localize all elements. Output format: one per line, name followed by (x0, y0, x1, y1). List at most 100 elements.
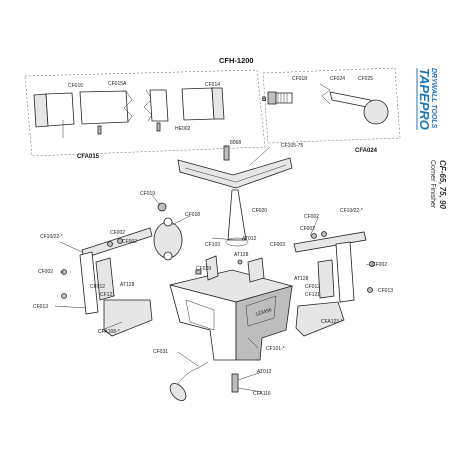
label-cf013-left: CF013 (33, 304, 48, 310)
label-cfa116: CFA116 (253, 391, 271, 397)
tube-end-cap-right (211, 87, 225, 120)
right-plate-cf012 (317, 259, 335, 299)
hex-bolt-icon (267, 91, 277, 105)
model-number: CF-65, 75, 90 (438, 160, 447, 209)
label-cf015a: CF015A (108, 81, 127, 87)
label-cfa024: CFA024 (355, 148, 378, 154)
pin-cfa116 (231, 373, 239, 393)
snap-hook-cf031 (174, 361, 209, 389)
label-b: B (262, 97, 267, 103)
left-blade-cfa108 (103, 299, 153, 337)
screw-cf002-d (117, 238, 123, 244)
right-arm-assembly (293, 231, 375, 337)
label-at128-center: AT128 (234, 252, 249, 258)
tube-segment-cf014 (181, 87, 215, 121)
brand-subtitle: DRYWALL TOOLS (430, 68, 437, 129)
label-at128-right: AT128 (294, 276, 309, 282)
left-frame-cf013 (79, 251, 99, 315)
right-rail-cf10 (293, 231, 367, 253)
clip-cf103 (205, 255, 219, 281)
label-cf012-left: CF012 (90, 284, 105, 290)
right-frame-cf013 (335, 241, 355, 303)
label-cf020: CF020 (252, 208, 267, 214)
handle-ring-assembly (267, 83, 389, 125)
label-cf002-l1: CF002 (110, 230, 125, 236)
screw-cf002-e (369, 261, 375, 267)
model-subtitle: Corner Finisher (429, 160, 436, 209)
tube-segment-cf016 (45, 92, 75, 127)
label-at012-bottom: AT012 (257, 369, 272, 375)
label-cf10-22-right: CF10/22-* (340, 208, 363, 214)
label-cf121-left: CF121 (100, 292, 115, 298)
bracket-edge (184, 164, 287, 183)
label-he002: HE002 (175, 126, 191, 132)
screw-cf002-h (321, 231, 327, 237)
clip-cf003 (247, 257, 265, 283)
label-cfa123: CFA123-* (321, 319, 343, 325)
label-cf016: CF016 (68, 83, 83, 89)
label-cf029: CF029 (196, 266, 211, 272)
thread-lines (277, 93, 288, 103)
label-cf002-l2: CF002 (122, 239, 137, 245)
label-cf031: CF031 (153, 349, 168, 355)
leader-lines-bottom (177, 337, 263, 393)
tube-break-mark-1 (123, 90, 133, 123)
left-plate-cf012 (95, 257, 115, 301)
spring-base (225, 237, 249, 247)
cfa015-group-outline (24, 69, 266, 157)
plate-hole-bottom (163, 251, 173, 261)
label-cf002-r1: CF002 (304, 214, 319, 220)
label-cf014: CF014 (205, 82, 220, 88)
serial-stamp: 123456 (255, 307, 273, 318)
label-cf103: CF103 (205, 242, 220, 248)
leader-lines-sides (54, 217, 373, 331)
label-cf024: CF024 (330, 76, 345, 82)
screw-cf002-b (61, 293, 67, 299)
handle-tube-assembly (33, 87, 225, 138)
label-8068: 8068 (230, 140, 241, 146)
cfa024-group-outline (262, 67, 401, 144)
left-arm-assembly (61, 227, 153, 337)
screw-at128 (237, 259, 243, 265)
label-cf10-22-left: CF10/22-* (40, 234, 63, 240)
model-block: CF-65, 75, 90 Corner Finisher (429, 160, 447, 209)
leader-lines-top (151, 145, 271, 241)
tube-segment-mid (149, 89, 169, 122)
bolt-8068 (223, 145, 230, 161)
pin-cf029 (195, 269, 202, 275)
ring-break-mark (319, 83, 331, 105)
tube-end-cap-left (33, 93, 49, 128)
label-cf002-r2: CF002 (300, 226, 315, 232)
body-window-right (245, 295, 277, 327)
label-cf013-right: CF013 (378, 288, 393, 294)
top-bracket-cf105 (177, 157, 293, 189)
right-blade-cfa123 (295, 301, 345, 337)
screw-cf002-f (367, 287, 373, 293)
body-window-left (185, 299, 215, 331)
label-cf018: CF018 (292, 76, 307, 82)
tube-segment-cf015a (79, 90, 129, 125)
label-cf012-right: CF012 (305, 284, 320, 290)
label-cf105-75: CF105-75 (281, 143, 303, 149)
section-title: CFH-1200 (219, 56, 254, 65)
label-at128-left: AT128 (120, 282, 135, 288)
pull-ring-icon (363, 99, 389, 125)
label-at012-top: AT012 (242, 236, 257, 242)
label-cf121-right: CF121 (305, 292, 320, 298)
label-cf018-b: CF018 (185, 212, 200, 218)
label-cf025: CF025 (358, 76, 373, 82)
label-cfa015: CFA015 (77, 154, 100, 160)
label-cf003: CF003 (270, 242, 285, 248)
spring-icon (227, 189, 247, 241)
label-cf019: CF019 (140, 191, 155, 197)
label-cf101: CF101-* (266, 346, 285, 352)
screw-cf002-c (107, 241, 113, 247)
brand-name: TAPEPRO (417, 68, 432, 130)
label-cf002-r3: CF002 (372, 262, 387, 268)
handle-pin (97, 125, 102, 135)
brand-block: TAPEPRO DRYWALL TOOLS (416, 68, 437, 130)
handle-pin-2 (156, 122, 161, 132)
label-cfa108: CFA108-* (98, 329, 120, 335)
